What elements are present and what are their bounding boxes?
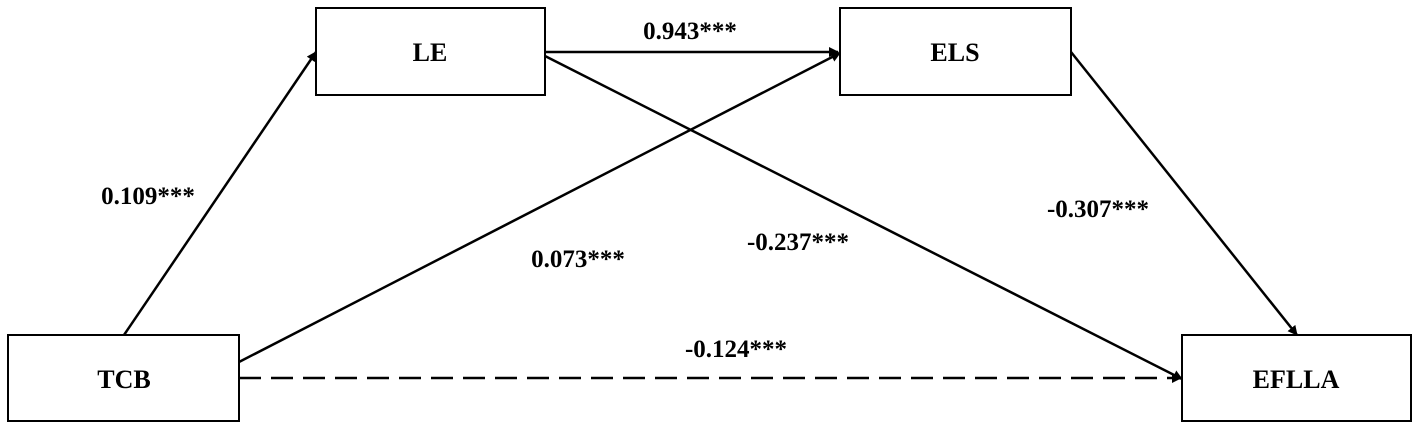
arrow-tcb-to-le <box>122 51 318 336</box>
arrow-le-to-eflla <box>544 54 1183 381</box>
node-tcb-label: TCB <box>97 365 150 394</box>
node-le-label: LE <box>413 38 448 67</box>
node-els-label: ELS <box>930 38 979 67</box>
node-eflla-box <box>1181 334 1412 422</box>
coef-le-to-eflla: -0.237*** <box>747 229 849 256</box>
node-tcb: TCB <box>7 334 240 422</box>
node-tcb-box <box>7 334 240 422</box>
arrow-els-to-eflla <box>1070 51 1298 336</box>
node-le: LE <box>315 7 546 96</box>
node-els-box <box>839 7 1072 96</box>
coef-els-to-eflla: -0.307*** <box>1047 196 1149 223</box>
node-els: ELS <box>839 7 1072 96</box>
node-le-box <box>315 7 546 96</box>
coef-le-to-els: 0.943*** <box>643 18 737 45</box>
arrow-tcb-to-els <box>238 51 841 364</box>
coef-tcb-to-le: 0.109*** <box>101 183 195 210</box>
node-eflla: EFLLA <box>1181 334 1412 422</box>
coef-tcb-to-eflla: -0.124*** <box>685 336 787 363</box>
coef-tcb-to-els: 0.073*** <box>531 246 625 273</box>
node-eflla-label: EFLLA <box>1253 365 1340 394</box>
